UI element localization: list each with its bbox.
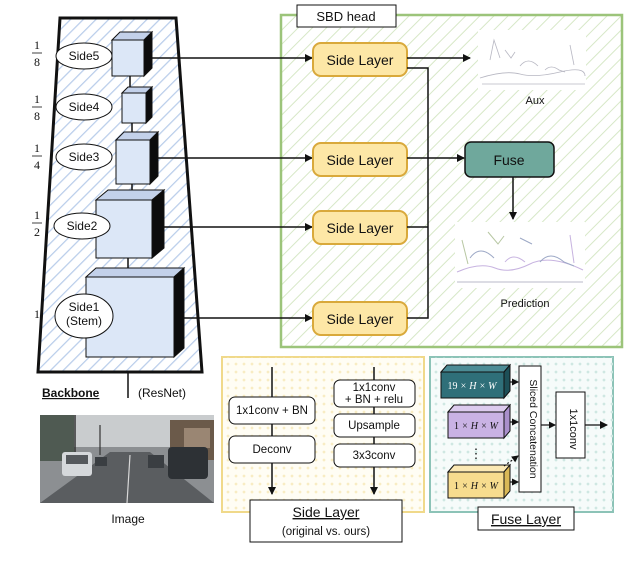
side1-sublabel: (Stem)	[66, 314, 102, 328]
aux-edge-map	[478, 30, 586, 90]
side-layer-panel-title: Side Layer	[293, 504, 360, 520]
orig-deconv-box	[228, 435, 316, 464]
ours-conv3-label: 3x3conv	[353, 450, 396, 462]
side-layer-flow-arrows	[268, 367, 378, 495]
orig-deconv-label: Deconv	[253, 444, 292, 456]
backbone-subtitle: (ResNet)	[138, 386, 186, 400]
scale-fractions: 1 8 1 8 1 4 1 2 1	[32, 38, 42, 321]
backbone-title: Backbone	[42, 386, 100, 400]
side-layer-stack: Side Layer Side Layer Side Layer Side La…	[312, 42, 408, 336]
fuse-conv-box	[555, 391, 586, 459]
input-street-image	[40, 415, 214, 504]
prediction-label: Prediction	[501, 298, 550, 310]
tensor-arrows	[503, 378, 608, 486]
sbd-head-title: SBD head	[316, 9, 375, 24]
ours-conv-line1: 1x1conv	[353, 382, 396, 394]
image-label: Image	[111, 512, 145, 526]
prediction-edge-map	[455, 222, 585, 288]
fuse-conv-label: 1x1conv	[567, 409, 579, 450]
ours-conv-box	[333, 379, 416, 408]
fuse-layer-title-box	[477, 506, 575, 531]
feature-arrows	[152, 54, 313, 322]
fraction-num-side3: 1	[34, 141, 40, 155]
tensor-19-rest: × H × W	[457, 381, 498, 392]
fraction-den-side5: 8	[34, 55, 40, 69]
fuse-box	[464, 141, 555, 178]
ours-upsample-label: Upsample	[348, 420, 400, 432]
cube-side4	[120, 85, 154, 125]
fraction-den-side3: 4	[34, 158, 40, 172]
tensor-purple-rest: × H × W	[459, 421, 500, 432]
tensor-19: 19 × H × W	[439, 363, 512, 400]
fuse-connectors	[407, 54, 517, 319]
tensor-purple-channels: 1	[454, 421, 459, 432]
aux-label: Aux	[526, 95, 545, 107]
svg-text:19 × H × W: 19 × H × W	[447, 381, 498, 392]
ours-conv-line2: + BN + relu	[345, 394, 403, 406]
side-layer-box-1	[312, 42, 408, 77]
cube-side5	[110, 30, 154, 78]
sbd-head-title-box	[296, 4, 397, 28]
orig-conv-box	[228, 396, 316, 425]
orig-conv-label: 1x1conv + BN	[236, 405, 308, 417]
side-layer-label-4: Side Layer	[327, 311, 394, 327]
fraction-side1: 1	[34, 307, 40, 321]
side-labels: Side5 Side4 Side3 Side2 Side1 (Stem)	[53, 42, 114, 339]
svg-text:1 × H × W: 1 × H × W	[454, 421, 500, 432]
side2-label: Side2	[67, 219, 98, 233]
fuse-label: Fuse	[493, 152, 524, 168]
ours-conv3-box	[333, 443, 416, 468]
sliced-concat-box	[518, 365, 542, 493]
tensor-19-channels: 19	[447, 381, 457, 392]
side-layer-box-2	[312, 142, 408, 177]
tensor-ellipsis: ⋮	[470, 446, 483, 461]
side-layer-ours: 1x1conv + BN + relu Upsample 3x3conv	[333, 379, 416, 468]
svg-text:1 × H × W: 1 × H × W	[454, 481, 500, 492]
side-layer-label-3: Side Layer	[327, 220, 394, 236]
side-layer-original: 1x1conv + BN Deconv	[228, 396, 316, 464]
side-layer-title-box	[249, 499, 403, 543]
sliced-concat-label: Sliced Concatenation	[527, 379, 539, 478]
fraction-den-side2: 2	[34, 225, 40, 239]
backbone-connectors	[127, 76, 133, 268]
fraction-num-side4: 1	[34, 92, 40, 106]
fuse-layer-panel-title: Fuse Layer	[491, 511, 561, 527]
side3-label: Side3	[69, 150, 100, 164]
side-layer-label-2: Side Layer	[327, 152, 394, 168]
tensor-purple: 1 × H × W	[446, 403, 512, 440]
tensor-yellow: 1 × H × W	[446, 463, 512, 500]
fraction-num-side2: 1	[34, 208, 40, 222]
side4-label: Side4	[69, 100, 100, 114]
tensor-yellow-channels: 1	[454, 481, 459, 492]
tensor-yellow-rest: × H × W	[459, 481, 500, 492]
side-layer-panel-subtitle: (original vs. ours)	[282, 526, 370, 538]
cube-side3	[114, 130, 160, 186]
side5-label: Side5	[69, 49, 100, 63]
ours-upsample-box	[333, 413, 416, 438]
side1-label: Side1	[69, 300, 100, 314]
side-layer-label-1: Side Layer	[327, 52, 394, 68]
fraction-num-side5: 1	[34, 38, 40, 52]
fraction-den-side4: 8	[34, 109, 40, 123]
